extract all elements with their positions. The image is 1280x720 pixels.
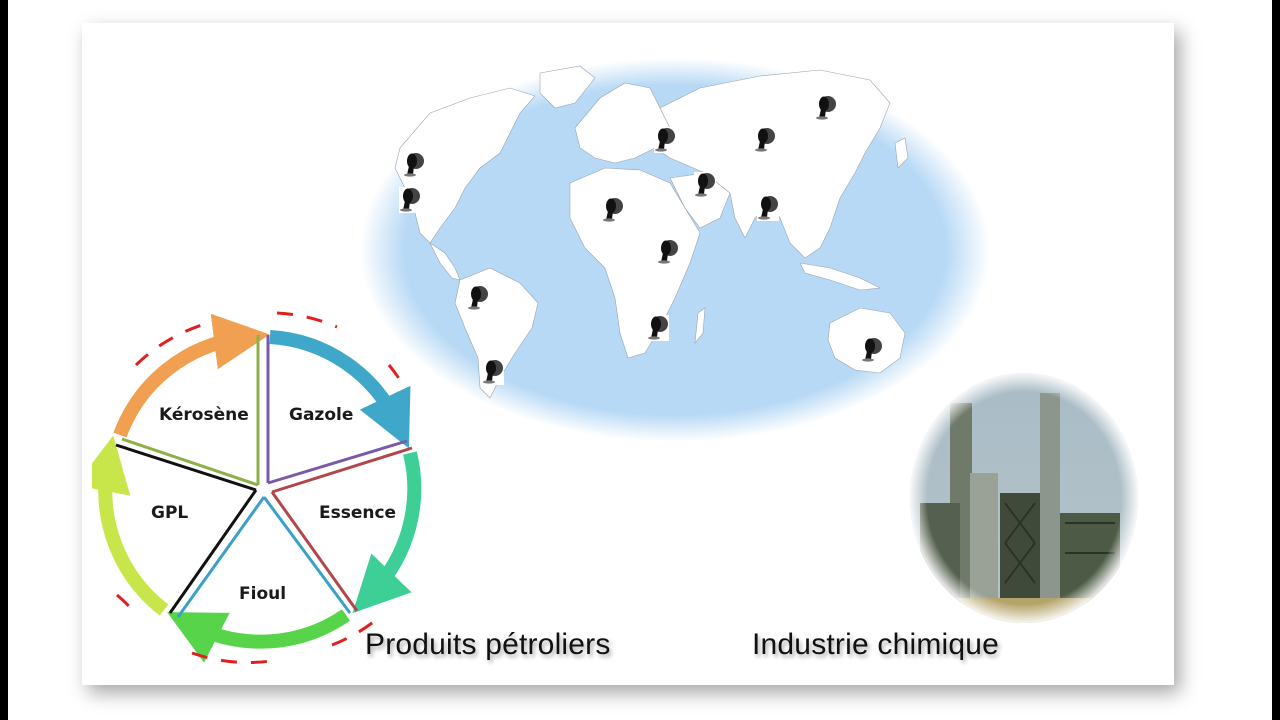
segment-label-essence: Essence: [319, 503, 397, 523]
arrow-fioul: [167, 609, 350, 663]
greenland: [539, 65, 596, 109]
oil-barrel-icon: [815, 95, 837, 121]
oil-barrel-icon: [467, 285, 489, 311]
segment-label-fioul: Fioul: [239, 584, 287, 604]
oil-barrel-icon: [754, 127, 776, 153]
divider-essence-fioul: [271, 446, 413, 494]
indonesia: [799, 262, 882, 291]
divider-essence-fioul-2: [270, 491, 359, 612]
madagascar: [694, 307, 706, 344]
divider-fioul-gpl: [262, 496, 352, 614]
oil-barrel-icon: [657, 239, 679, 265]
arrow-kerosene: [113, 313, 270, 438]
divider-gpl-kerosene: [168, 489, 258, 614]
japan: [894, 137, 909, 169]
oil-barrel-icon: [654, 127, 676, 153]
caption-chemical-industry: Industrie chimique: [752, 628, 1000, 661]
arrow-essence: [352, 451, 422, 614]
oil-barrel-icon: [694, 172, 716, 198]
divider-gpl-kerosene-2: [115, 443, 257, 492]
divider-gazole-essence-2: [267, 439, 408, 485]
oil-barrel-icon: [757, 195, 779, 221]
oil-barrel-icon: [482, 359, 504, 385]
arrow-gazole: [269, 330, 411, 449]
letterbox-right: [1272, 0, 1280, 720]
red-dashed-outline: [116, 311, 402, 664]
segment-label-gazole: Gazole: [289, 405, 354, 425]
oil-barrel-icon: [861, 337, 883, 363]
caption-petroleum-products: Produits pétroliers: [365, 628, 611, 661]
oil-barrel-icon: [403, 152, 425, 178]
oil-barrel-icon: [647, 315, 669, 341]
letterbox-left: [0, 0, 8, 720]
arrow-gpl: [92, 435, 169, 616]
segment-label-gpl: GPL: [151, 503, 189, 523]
divider-kerosene-green: [121, 437, 259, 487]
oil-barrel-icon: [602, 197, 624, 223]
refinery-photo: [910, 373, 1138, 623]
oil-barrel-icon: [399, 187, 421, 213]
petroleum-products-cycle: [92, 311, 422, 664]
segment-label-kerosene: Kérosène: [159, 405, 249, 425]
divider-fioul-gpl-2: [176, 496, 266, 618]
